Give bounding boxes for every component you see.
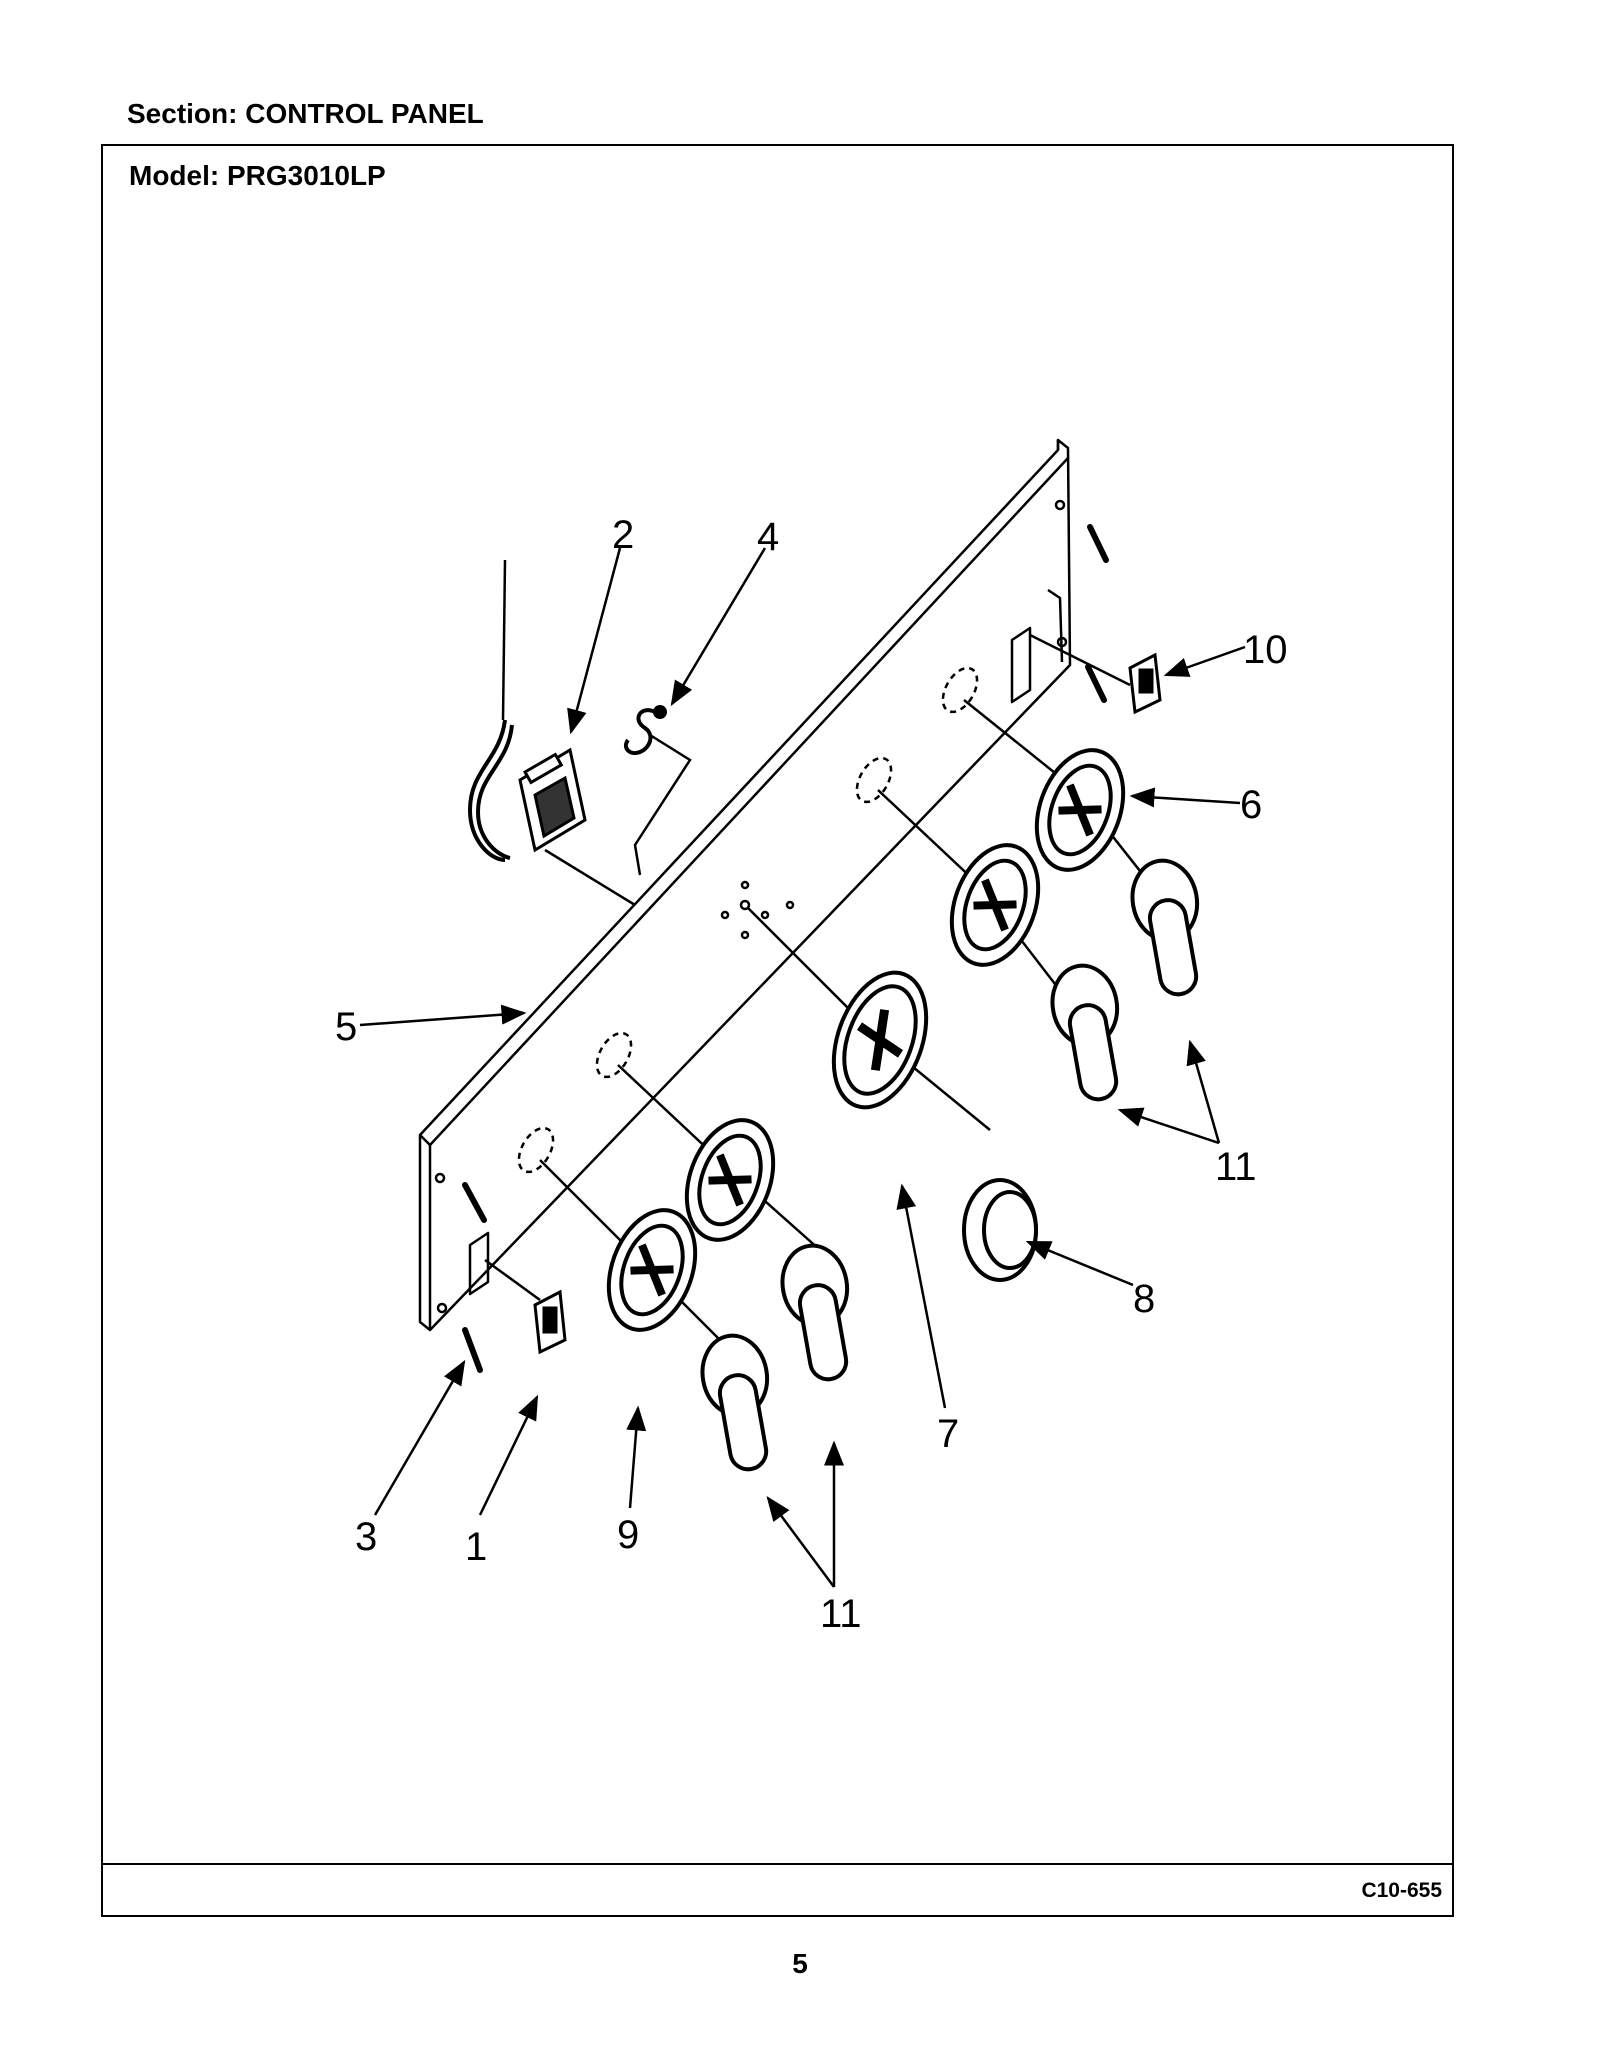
arrow-1	[478, 1394, 539, 1516]
section-title: Section: CONTROL PANEL	[127, 98, 484, 129]
callout-4: 4	[757, 515, 779, 559]
arrow-5	[359, 1004, 527, 1027]
arrow-7	[896, 1183, 947, 1409]
footer-divider	[103, 1863, 1452, 1865]
arrow-11b-1	[766, 1495, 836, 1588]
rocker-switch-right	[1128, 652, 1162, 715]
arrow-3	[373, 1359, 466, 1516]
arrow-6	[1129, 787, 1241, 808]
callout-8: 8	[1133, 1277, 1155, 1321]
arrow-11a-1	[1117, 1107, 1220, 1145]
receptacle-box	[518, 747, 587, 853]
callout-6: 6	[1240, 783, 1262, 827]
callout-11-right: 11	[1215, 1145, 1257, 1189]
round-knob	[962, 1178, 1038, 1282]
callout-5: 5	[335, 1005, 357, 1049]
arrow-2	[567, 547, 622, 735]
callout-arrows	[359, 547, 1246, 1588]
arrow-11a-2	[1186, 1039, 1221, 1144]
callout-labels: 2 4 5 6 10 7 8 9 1 3 11 11	[335, 513, 1288, 1636]
callout-11-left: 11	[820, 1592, 862, 1636]
control-panel	[418, 438, 1072, 1332]
document-code: C10-655	[1361, 1879, 1442, 1902]
callout-7: 7	[937, 1412, 959, 1456]
clip	[623, 705, 667, 755]
page-number: 5	[792, 1948, 808, 1979]
screws	[462, 524, 1109, 1373]
callout-9: 9	[617, 1513, 639, 1557]
model-title: Model: PRG3010LP	[129, 160, 386, 191]
callout-3: 3	[355, 1515, 377, 1559]
callout-2: 2	[612, 513, 634, 557]
power-cord	[467, 719, 514, 862]
arrow-9	[626, 1405, 647, 1509]
arrow-4	[670, 547, 767, 707]
arrow-8	[1025, 1240, 1134, 1287]
diagram-frame: Model: PRG3010LP C10-655	[101, 144, 1454, 1917]
arrow-10	[1163, 645, 1246, 677]
callout-10: 10	[1243, 628, 1288, 672]
bezels	[606, 748, 1126, 1332]
knobs	[700, 858, 1200, 1472]
rocker-switch-left	[533, 1289, 567, 1355]
callout-1: 1	[465, 1525, 487, 1569]
